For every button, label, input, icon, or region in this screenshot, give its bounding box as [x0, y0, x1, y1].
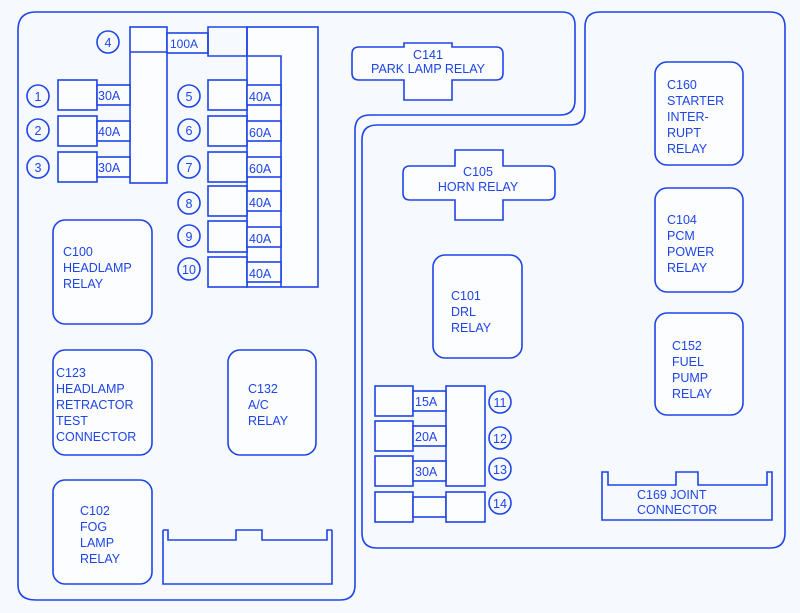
fuse-number-4: 4: [105, 36, 112, 50]
fuse-11-rating: 15A: [415, 395, 438, 409]
relay-label: HEADLAMP: [63, 261, 132, 275]
fuse-4-rating: 100A: [170, 37, 198, 51]
relay-label: A/C: [248, 398, 269, 412]
left-panel-outline: [17, 11, 576, 601]
fuse-number-7: 7: [186, 161, 193, 175]
fuse-number-9: 9: [186, 230, 193, 244]
fuse-number-8: 8: [186, 197, 193, 211]
relay-label: CONNECTOR: [56, 430, 136, 444]
connector-c123: C123 HEADLAMP RETRACTOR TEST CONNECTOR: [52, 349, 153, 456]
relay-label: FUEL: [672, 355, 704, 369]
relay-label: RELAY: [80, 552, 121, 566]
relay-label: RUPT: [667, 126, 701, 140]
relay-c105: C105 HORN RELAY: [402, 149, 556, 221]
relay-label: RELAY: [248, 414, 289, 428]
relay-label: POWER: [667, 245, 714, 259]
fuse-number-2: 2: [35, 124, 42, 138]
relay-label: RELAY: [451, 321, 492, 335]
relay-label: FOG: [80, 520, 107, 534]
fuse-6-rating: 60A: [249, 126, 272, 140]
relay-c152: C152 FUEL PUMP RELAY: [654, 312, 744, 416]
fuse-12-rating: 20A: [415, 430, 438, 444]
relay-c102: C102 FOG LAMP RELAY: [52, 479, 153, 585]
fuse-number-12: 12: [493, 432, 507, 446]
relay-label: C132: [248, 382, 278, 396]
fuse-7-rating: 60A: [249, 162, 272, 176]
fuse-group-11-14: 15A 20A 30A: [374, 385, 486, 523]
relay-label: HORN RELAY: [438, 180, 519, 194]
relay-c101: C101 DRL RELAY: [432, 254, 523, 359]
fuse-10-rating: 40A: [249, 267, 272, 281]
relay-label: C152: [672, 339, 702, 353]
relay-c132: C132 A/C RELAY: [227, 349, 317, 456]
fuse-8-rating: 40A: [249, 196, 272, 210]
relay-label: C100: [63, 245, 93, 259]
fuse-number-14: 14: [493, 497, 507, 511]
fuse-number-5: 5: [186, 90, 193, 104]
relay-label: C105: [463, 165, 493, 179]
relay-label: INTER-: [667, 110, 709, 124]
relay-label: HEADLAMP: [56, 382, 125, 396]
relay-label: C101: [451, 289, 481, 303]
relay-label: C123: [56, 366, 86, 380]
relay-label: PARK LAMP RELAY: [371, 62, 486, 76]
fuse-number-13: 13: [493, 463, 507, 477]
relay-c100: C100 HEADLAMP RELAY: [52, 219, 153, 325]
relay-label: PCM: [667, 229, 695, 243]
fuse-1-rating: 30A: [98, 89, 121, 103]
relay-label: RELAY: [63, 277, 104, 291]
relay-label: RELAY: [672, 387, 713, 401]
relay-label: C104: [667, 213, 697, 227]
relay-label: C160: [667, 78, 697, 92]
relay-label: C102: [80, 504, 110, 518]
relay-label: STARTER: [667, 94, 724, 108]
relay-label: RELAY: [667, 142, 708, 156]
relay-label: RETRACTOR: [56, 398, 134, 412]
fuse-group-5-10: 40A 60A 60A 40A 40A 40A: [207, 79, 282, 288]
connector-label: C169 JOINT: [637, 488, 707, 502]
relay-c160: C160 STARTER INTER- RUPT RELAY: [654, 61, 744, 166]
relay-label: TEST: [56, 414, 88, 428]
connector-label: CONNECTOR: [637, 503, 717, 517]
relay-c141: C141 PARK LAMP RELAY: [351, 42, 504, 101]
relay-label: LAMP: [80, 536, 114, 550]
fuse-number-1: 1: [35, 90, 42, 104]
fuse-number-6: 6: [186, 124, 193, 138]
relay-label: RELAY: [667, 261, 708, 275]
right-panel-outline: [361, 11, 786, 549]
fuse-number-11: 11: [494, 396, 507, 410]
relay-label: PUMP: [672, 371, 708, 385]
fuse-number-3: 3: [35, 161, 42, 175]
fuse-number-10: 10: [182, 263, 196, 277]
fuse-5-rating: 40A: [249, 90, 272, 104]
relay-label: DRL: [451, 305, 476, 319]
fuse-group-1-3: 30A 40A 30A: [57, 26, 168, 184]
fuse-13-rating: 30A: [415, 465, 438, 479]
fuse-number-circles: 1 2 3 4 5 6 7 8 9 10 11 12 13 14: [26, 30, 512, 515]
fuse-9-rating: 40A: [249, 232, 272, 246]
relay-c104: C104 PCM POWER RELAY: [654, 187, 744, 293]
fuse-2-rating: 40A: [98, 125, 121, 139]
connector-c169: C169 JOINT CONNECTOR: [601, 471, 773, 521]
relay-label: C141: [413, 48, 443, 62]
fuse-3-rating: 30A: [98, 161, 121, 175]
connector-bottom-left: [162, 529, 333, 585]
